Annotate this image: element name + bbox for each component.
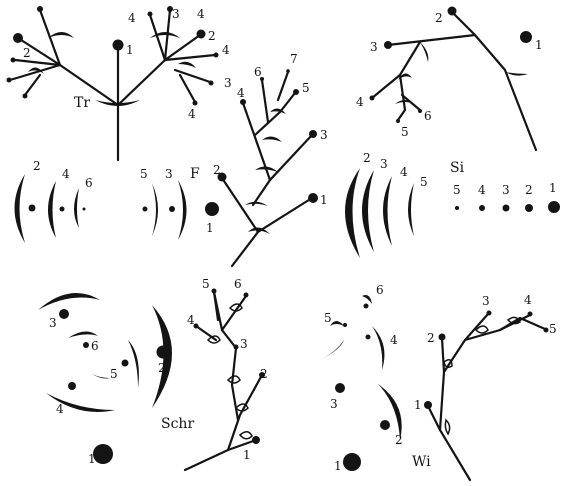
top-right-number: 6 [424, 109, 432, 123]
f-arc-number: 2 [33, 159, 41, 173]
schr-branch-number: 2 [260, 367, 268, 381]
si-row-number: 5 [453, 183, 461, 197]
wi-branch-number: 2 [427, 331, 435, 345]
f-branch-number: 7 [290, 52, 298, 66]
f-branch-number: 1 [320, 193, 328, 207]
top-right-number: 5 [401, 125, 409, 139]
top-right-number: 1 [535, 38, 543, 52]
wi-branch-diagram [424, 311, 549, 481]
wi-diagram-number: 4 [390, 333, 398, 347]
schr-diagram-number: 5 [110, 367, 118, 381]
schr-branch-number: 5 [202, 277, 210, 291]
top-right-number: 4 [356, 95, 364, 109]
f-label: F [190, 166, 200, 182]
tr-inflorescence [7, 6, 219, 160]
schr-branch-number: 4 [187, 313, 195, 327]
wi-branch-number: 5 [549, 322, 557, 336]
si-arc-number: 4 [400, 165, 408, 179]
f-floral-diagram [15, 174, 220, 243]
top-right-number: 2 [435, 11, 443, 25]
f-arc-number: 6 [85, 176, 93, 190]
top-right-number: 3 [370, 40, 378, 54]
tr-number: 4 [128, 11, 136, 25]
schr-branch-number: 6 [234, 277, 242, 291]
wi-diagram-number: 2 [395, 433, 403, 447]
si-arc-number: 5 [420, 175, 428, 189]
schr-diagram-number: 1 [88, 452, 96, 466]
tr-number: 3 [172, 7, 180, 21]
tr-number: 3 [224, 76, 232, 90]
wi-diagram-number: 6 [376, 283, 384, 297]
wi-branch-number: 4 [524, 293, 532, 307]
tr-number: 2 [23, 46, 31, 60]
tr-number: 1 [126, 43, 134, 57]
si-row-number: 4 [478, 183, 486, 197]
schr-diagram-number: 3 [49, 316, 57, 330]
schr-branch-diagram [185, 289, 265, 471]
tr-number: 4 [188, 107, 196, 121]
si-label: Si [450, 160, 465, 176]
si-arc-number: 2 [363, 151, 371, 165]
schr-branch-number: 1 [243, 448, 251, 462]
schr-branch-number: 3 [240, 337, 248, 351]
f-branch-number: 6 [254, 65, 262, 79]
wi-label: Wi [412, 454, 431, 470]
f-arc-number: 4 [62, 167, 70, 181]
schr-diagram-number: 4 [56, 402, 64, 416]
tr-number: 2 [208, 29, 216, 43]
wi-diagram-number: 1 [334, 459, 342, 473]
top-right-branch-diagram [370, 7, 537, 151]
f-arc-number: 3 [165, 167, 173, 181]
si-arc-number: 3 [380, 157, 388, 171]
si-row-number: 3 [502, 183, 510, 197]
schr-label: Schr [161, 416, 194, 432]
si-row-number: 1 [549, 181, 557, 195]
schr-floral-diagram [38, 293, 172, 464]
f-branch-number: 2 [213, 163, 221, 177]
wi-diagram-number: 3 [330, 397, 338, 411]
si-floral-diagram [345, 168, 560, 258]
wi-diagram-number: 5 [324, 311, 332, 325]
tr-number: 4 [222, 43, 230, 57]
tr-label: Tr [74, 95, 90, 111]
tr-number: 4 [197, 7, 205, 21]
wi-branch-number: 1 [414, 398, 422, 412]
wi-branch-number: 3 [482, 294, 490, 308]
f-branch-diagram [218, 69, 319, 266]
schr-diagram-number: 6 [91, 339, 99, 353]
f-center-number: 1 [206, 221, 214, 235]
f-branch-number: 5 [302, 81, 310, 95]
schr-diagram-number: 2 [158, 361, 166, 375]
f-arc-number: 5 [140, 167, 148, 181]
f-branch-number: 3 [320, 128, 328, 142]
wi-floral-diagram [320, 295, 402, 471]
si-row-number: 2 [525, 183, 533, 197]
f-branch-number: 4 [237, 86, 245, 100]
